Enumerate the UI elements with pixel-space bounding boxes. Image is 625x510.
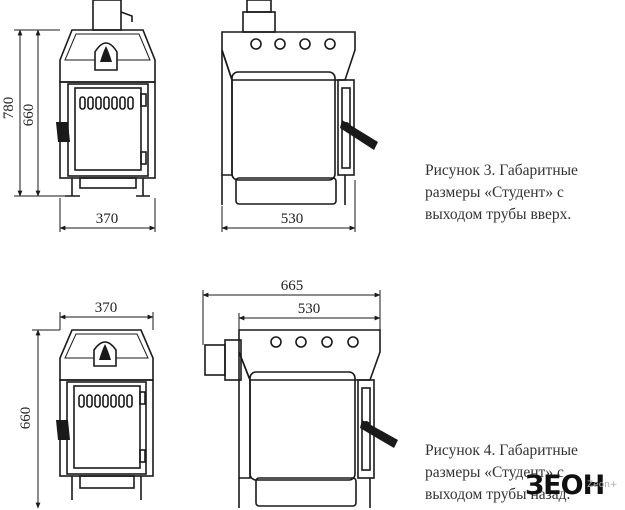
fig3-front-view: 780 660 370: [1, 0, 156, 232]
vent-slots: [79, 96, 134, 110]
dim-fig4-660: 660: [18, 407, 34, 430]
caption-line: размеры «Студент» с: [425, 184, 564, 201]
zeon-logo-watermark: ЗЕОН Zeon+: [525, 470, 625, 510]
dim-fig3-530: 530: [281, 211, 304, 227]
caption-line: выходом трубы вверх.: [425, 206, 572, 223]
dim-fig3-660: 660: [21, 104, 37, 127]
caption-line: Рисунок 3. Габаритные: [425, 162, 578, 179]
caption-line: выходом трубы назад.: [425, 486, 571, 503]
caption-line: размеры «Студент» с: [425, 464, 564, 481]
logo-sub: Zeon+: [587, 480, 618, 490]
fig4-front-view: 370 660: [18, 300, 154, 509]
dim-fig4-370: 370: [95, 300, 118, 316]
dim-fig3-370: 370: [96, 211, 119, 227]
caption-figure-4: Рисунок 4. Габаритные размеры «Студент» …: [425, 440, 578, 506]
dim-fig3-780: 780: [1, 97, 17, 120]
dim-fig4-530: 530: [298, 301, 321, 317]
dim-fig4-665: 665: [281, 278, 304, 294]
vent-slots-fig4: [78, 394, 133, 408]
caption-line: Рисунок 4. Габаритные: [425, 442, 578, 459]
caption-figure-3: Рисунок 3. Габаритные размеры «Студент» …: [425, 160, 578, 226]
fig3-side-view: 530: [221, 0, 378, 232]
fig4-side-view: 665 530: [202, 278, 398, 508]
logo-mark: ЗЕОН: [525, 470, 605, 501]
